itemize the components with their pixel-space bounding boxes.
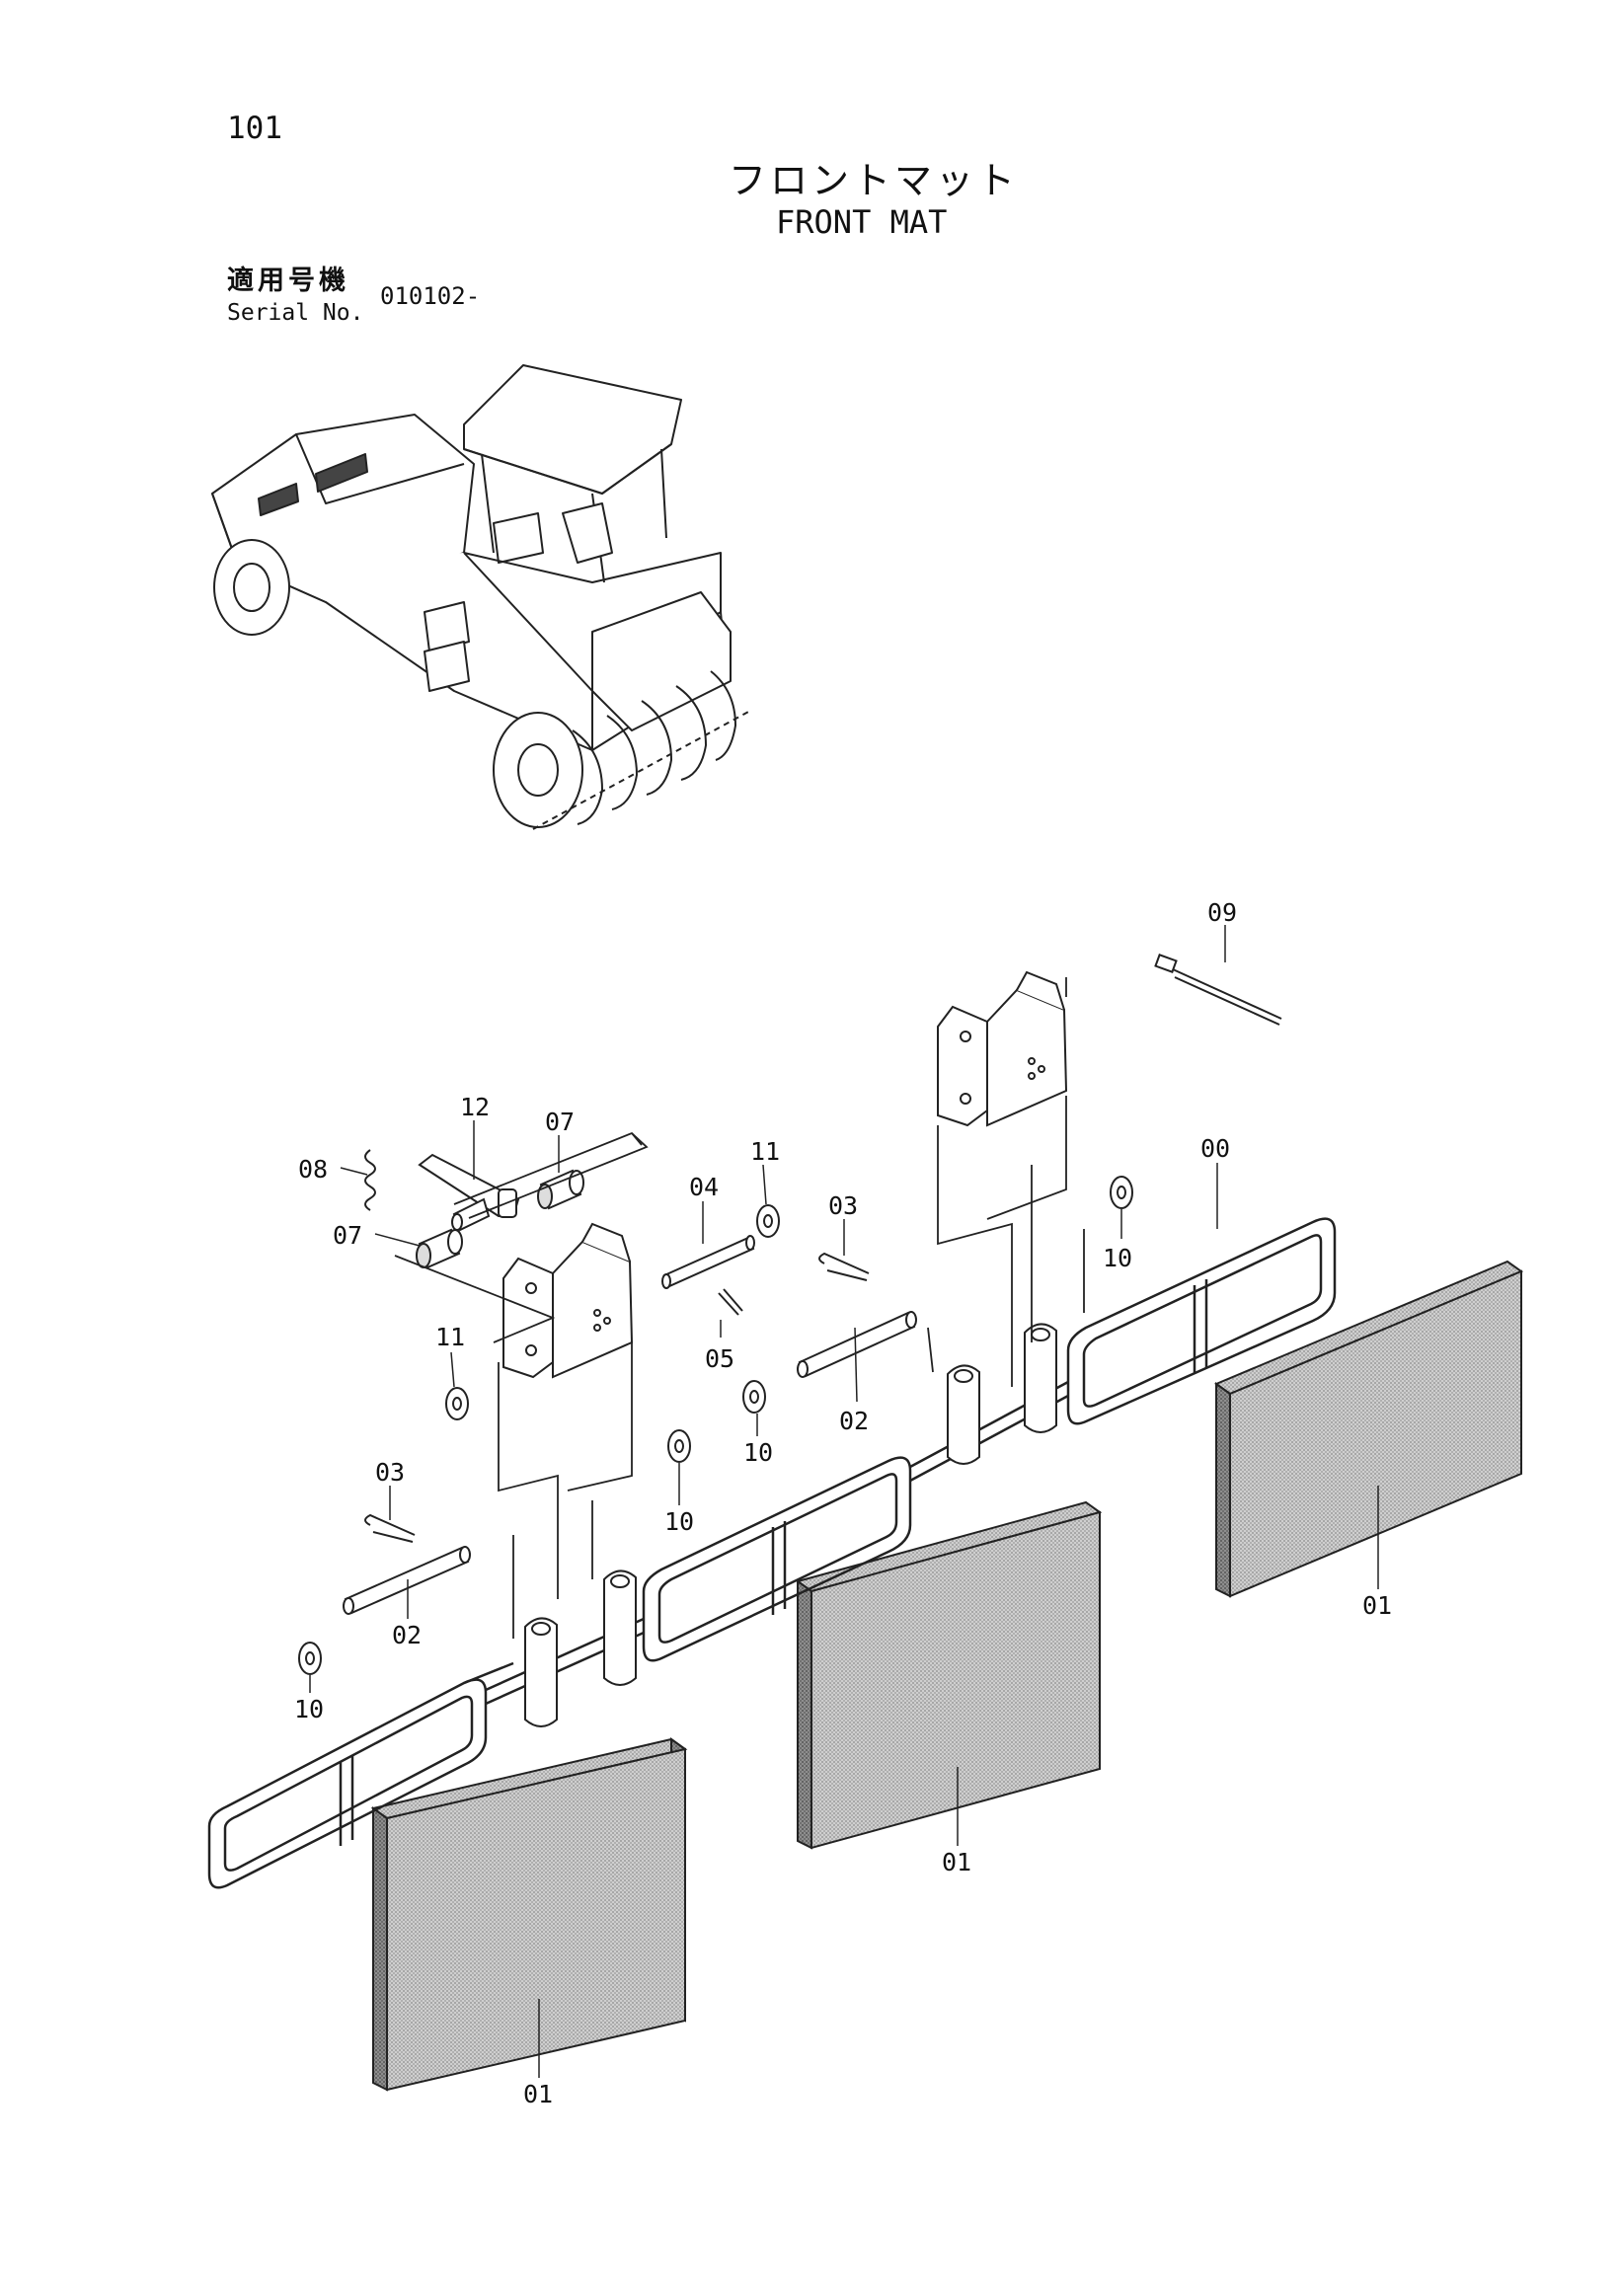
assembly-lines bbox=[394, 977, 1085, 1639]
callout-11-upper: 11 bbox=[750, 1137, 780, 1166]
machine-illustration bbox=[211, 364, 751, 830]
callout-09: 09 bbox=[1207, 898, 1237, 927]
callout-10-center: 10 bbox=[664, 1507, 694, 1536]
callout-03-lower: 03 bbox=[375, 1458, 405, 1487]
callout-01-center: 01 bbox=[942, 1848, 971, 1876]
title-english: FRONT MAT bbox=[776, 203, 948, 241]
cotter-pin-05 bbox=[718, 1288, 743, 1316]
callout-10-right: 10 bbox=[1103, 1244, 1132, 1272]
page-number: 101 bbox=[227, 111, 282, 146]
callout-02-lower: 02 bbox=[392, 1621, 422, 1649]
pin-04 bbox=[661, 1235, 755, 1289]
serial-label-japanese: 適用号機 bbox=[227, 266, 349, 296]
mounting-bracket-left bbox=[502, 1222, 634, 1379]
spring-08 bbox=[364, 1149, 376, 1211]
mat-left bbox=[370, 1737, 688, 2092]
callout-01-left: 01 bbox=[523, 2080, 553, 2108]
bracket-12 bbox=[418, 1153, 520, 1232]
mounting-bracket-right bbox=[937, 970, 1068, 1127]
callout-01-right: 01 bbox=[1362, 1591, 1392, 1620]
callout-10-middle: 10 bbox=[743, 1438, 773, 1467]
serial-label-english: Serial No. bbox=[227, 300, 364, 326]
callout-05: 05 bbox=[705, 1344, 734, 1373]
callout-04: 04 bbox=[689, 1173, 719, 1201]
callout-11-lower: 11 bbox=[435, 1323, 465, 1351]
callout-08: 08 bbox=[298, 1155, 328, 1184]
pin-02-lower bbox=[343, 1546, 471, 1615]
bushing-07-lower bbox=[416, 1228, 463, 1269]
snap-pin-03-lower bbox=[364, 1513, 416, 1543]
mat-right bbox=[1213, 1260, 1524, 1598]
mat-center bbox=[795, 1500, 1103, 1850]
frame-center bbox=[642, 1456, 912, 1662]
callout-00: 00 bbox=[1200, 1134, 1230, 1163]
bushing-07-upper bbox=[537, 1169, 584, 1210]
callout-10-left: 10 bbox=[294, 1695, 324, 1723]
callout-12: 12 bbox=[460, 1093, 490, 1121]
callout-07-lower: 07 bbox=[333, 1221, 362, 1250]
frame-left bbox=[207, 1661, 514, 1889]
callout-02-upper: 02 bbox=[839, 1407, 869, 1435]
serial-number-value: 010102- bbox=[380, 282, 481, 310]
cable-tie-09 bbox=[1154, 954, 1282, 1026]
callout-07-upper: 07 bbox=[545, 1108, 575, 1136]
callout-03-upper: 03 bbox=[828, 1191, 858, 1220]
washers bbox=[298, 1176, 1133, 1675]
snap-pin-03-upper bbox=[818, 1252, 870, 1281]
leader-lines bbox=[309, 925, 1379, 2078]
hinge-brackets bbox=[524, 1323, 1057, 1727]
frame-right bbox=[1066, 1217, 1337, 1425]
pin-02-upper bbox=[797, 1311, 917, 1378]
title-japanese: フロントマット bbox=[729, 159, 1020, 202]
